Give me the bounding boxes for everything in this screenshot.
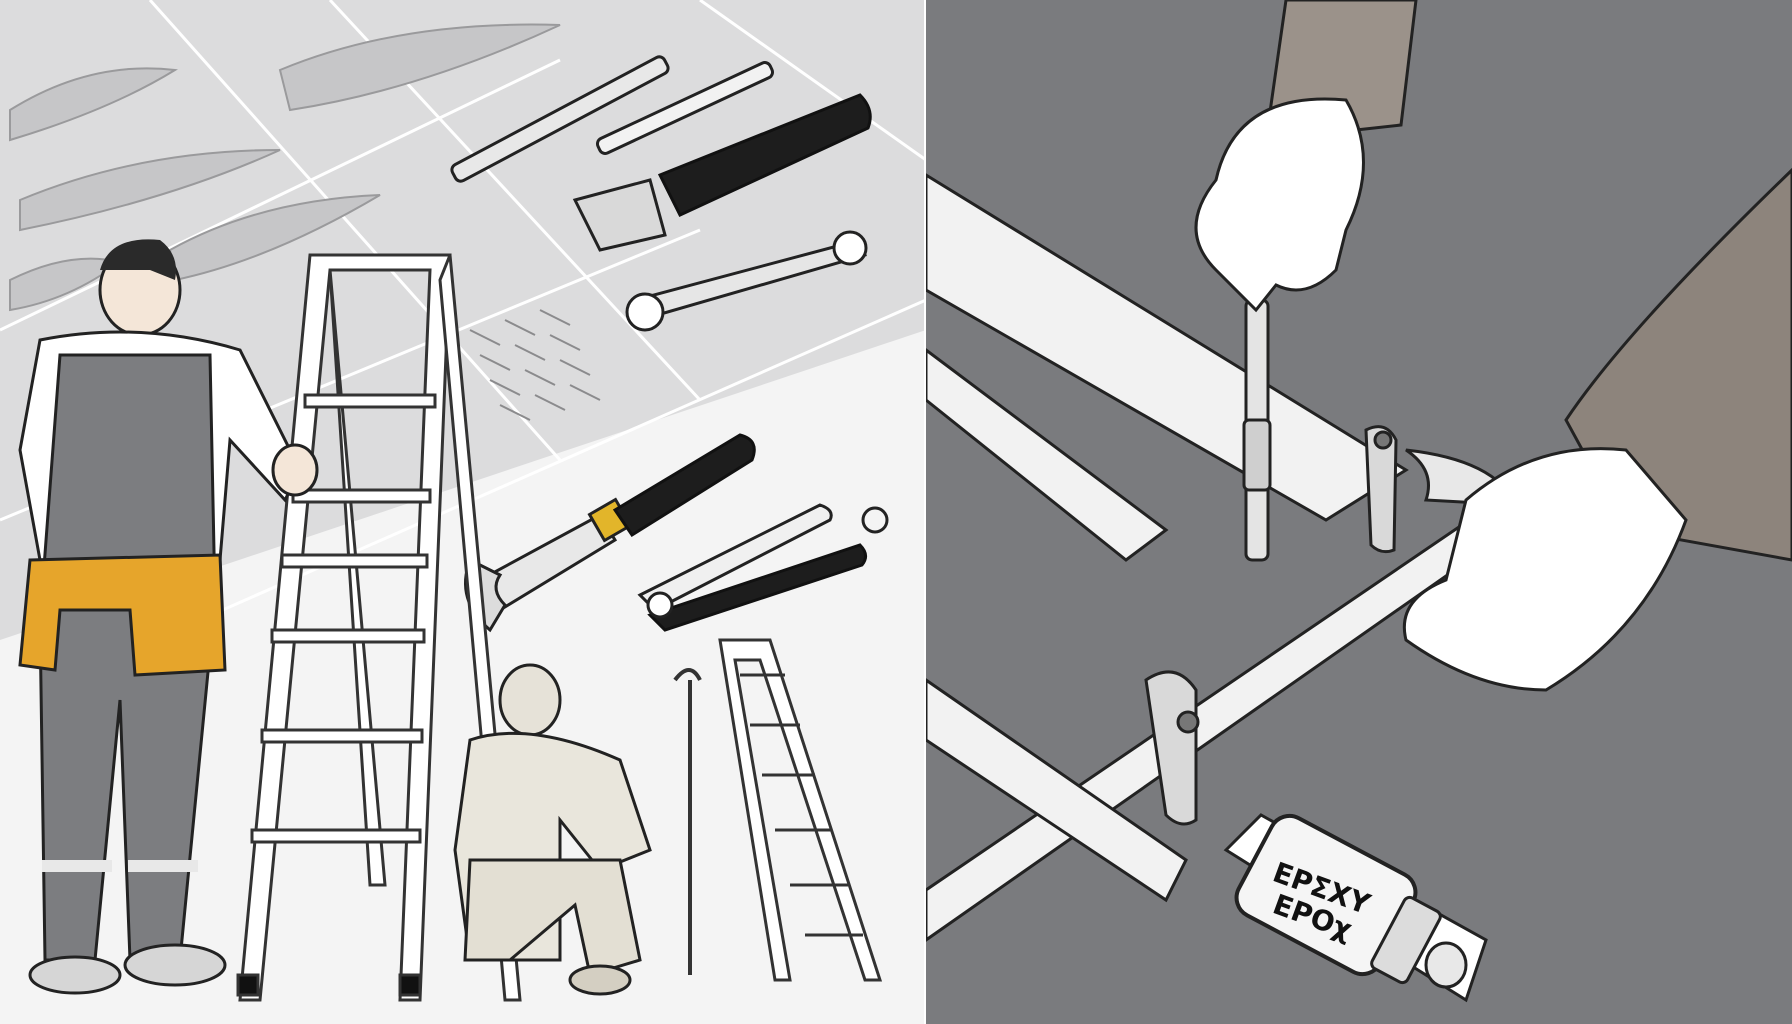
hex-key-tool xyxy=(1242,298,1272,562)
metal-frame-tubes xyxy=(926,173,1529,942)
background-sketches xyxy=(9,23,561,312)
workshop-scene xyxy=(0,0,926,1002)
workshop-scene-panel xyxy=(0,0,926,1024)
worker-boot xyxy=(28,955,122,995)
tube-clamps xyxy=(1144,425,1398,826)
worker-overalls xyxy=(38,353,217,962)
upper-hand xyxy=(1194,0,1418,313)
small-ladder xyxy=(718,638,883,982)
hex-key-icon xyxy=(625,230,868,332)
panel-divider xyxy=(924,0,927,1024)
lower-hand xyxy=(1402,167,1792,692)
kneeling-worker xyxy=(453,663,652,996)
scraper-icon xyxy=(572,93,872,252)
screwdriver-icon xyxy=(450,55,670,183)
vent-hatching xyxy=(469,309,601,421)
pliers-icon xyxy=(637,503,889,632)
standing-worker xyxy=(18,239,319,995)
epoxy-tube-icon xyxy=(1223,813,1488,1003)
repair-closeup-scene: EPΣXY EPOχ xyxy=(926,0,1792,1003)
worker-hand xyxy=(271,443,319,497)
chisel-icon xyxy=(595,61,775,155)
walking-cane xyxy=(673,668,702,975)
repair-closeup-panel: EPΣXY EPOχ xyxy=(926,0,1792,1024)
reflective-stripe xyxy=(42,860,112,872)
tool-belt xyxy=(18,553,227,677)
reflective-stripe xyxy=(128,860,198,872)
worker-hair xyxy=(100,239,176,280)
worker-boot xyxy=(123,943,227,987)
